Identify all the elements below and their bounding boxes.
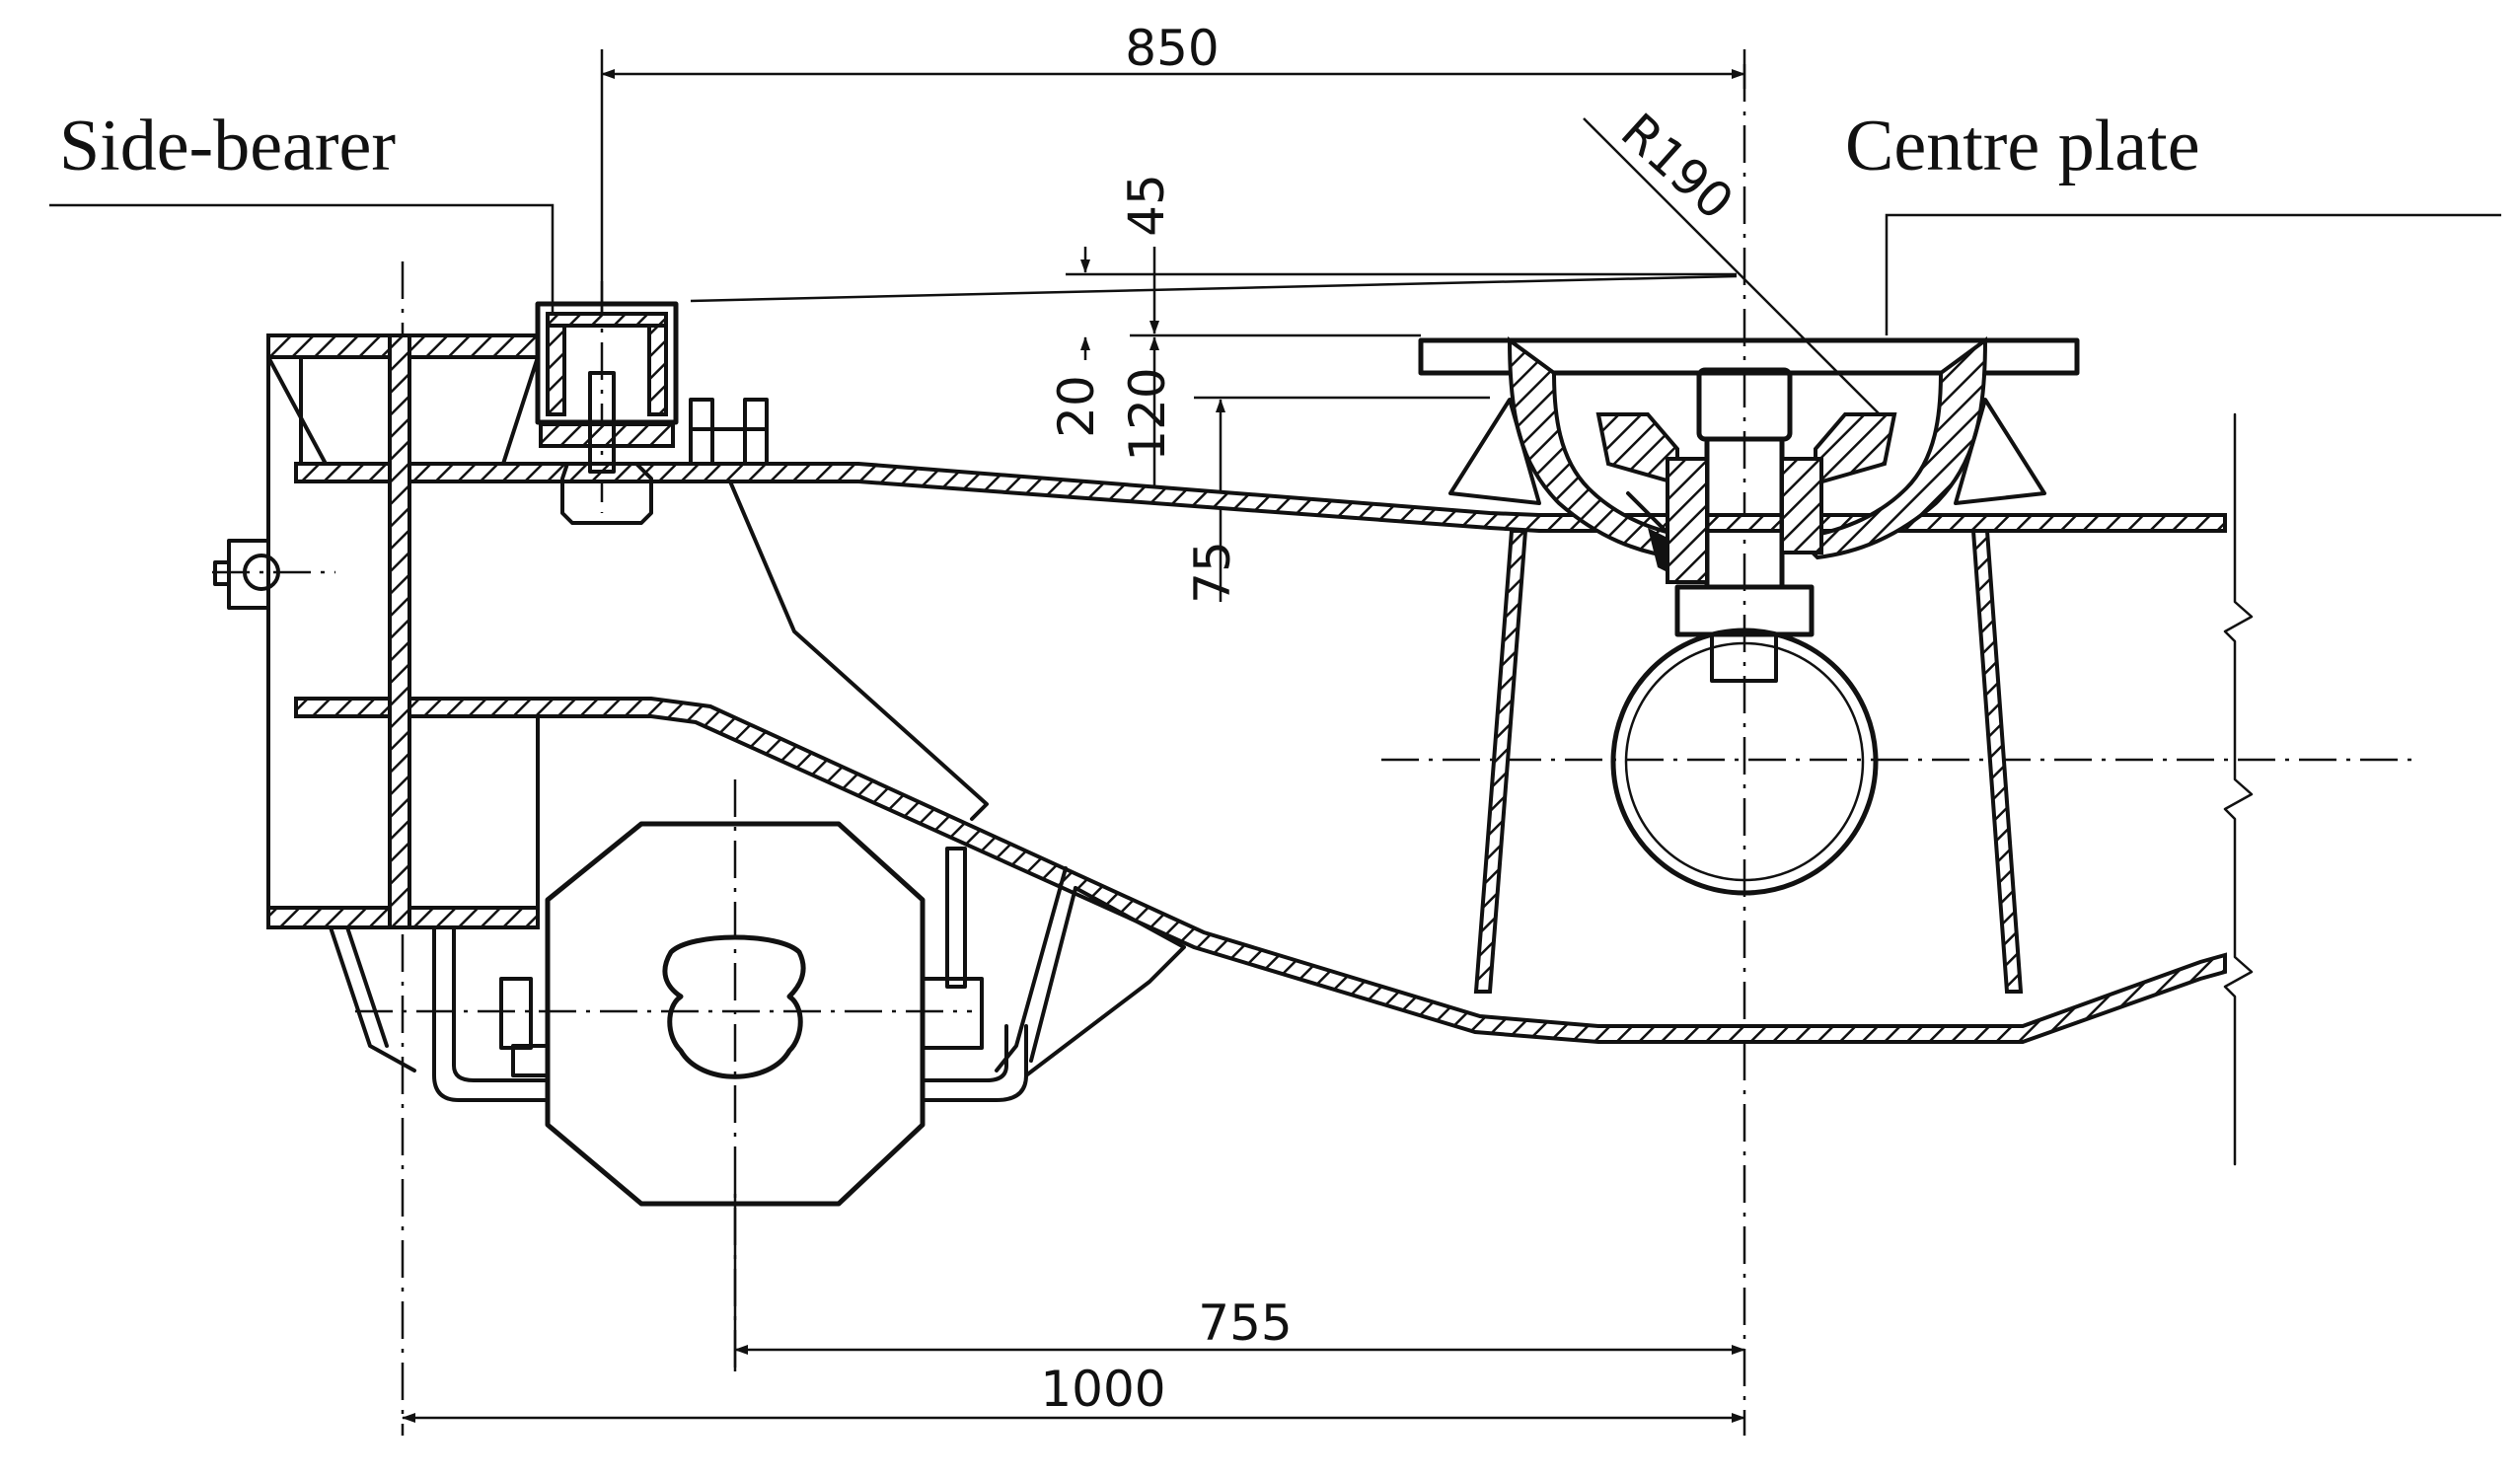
axle-guard	[329, 821, 1186, 1207]
dim-1000-text: 1000	[1040, 1361, 1165, 1418]
centre-plate-leader	[1885, 213, 2501, 335]
side-bearer-gussets	[266, 355, 540, 466]
pin-ring-inner	[1624, 641, 1865, 882]
side-bearer	[535, 301, 769, 525]
side-bearer-leader	[49, 203, 555, 314]
dim-20-text: 20	[1048, 375, 1105, 438]
top-flange	[294, 462, 2227, 533]
dim-850-text: 850	[1125, 20, 1219, 77]
bottom-flange	[294, 697, 2227, 1044]
end-lug	[213, 539, 280, 610]
left-vertical-web	[388, 333, 411, 929]
centre-plate	[1418, 336, 2080, 683]
diagonal-brace	[728, 480, 989, 821]
dim-45-text: 45	[1118, 174, 1175, 237]
side-bearer-label: Side-bearer	[59, 106, 396, 186]
dim-120-text: 120	[1119, 367, 1176, 461]
right-web-1	[1473, 529, 1528, 994]
r190-leader	[1583, 117, 1881, 415]
centre-plate-label: Centre plate	[1845, 106, 2200, 186]
dim-75-text: 75	[1184, 541, 1241, 604]
right-web-2	[1970, 529, 2024, 994]
ref-line-top-sidebearer	[690, 274, 1738, 303]
dim-755-text: 755	[1198, 1294, 1292, 1352]
pin-ring-outer	[1610, 628, 1879, 896]
break-line	[2223, 412, 2254, 1166]
